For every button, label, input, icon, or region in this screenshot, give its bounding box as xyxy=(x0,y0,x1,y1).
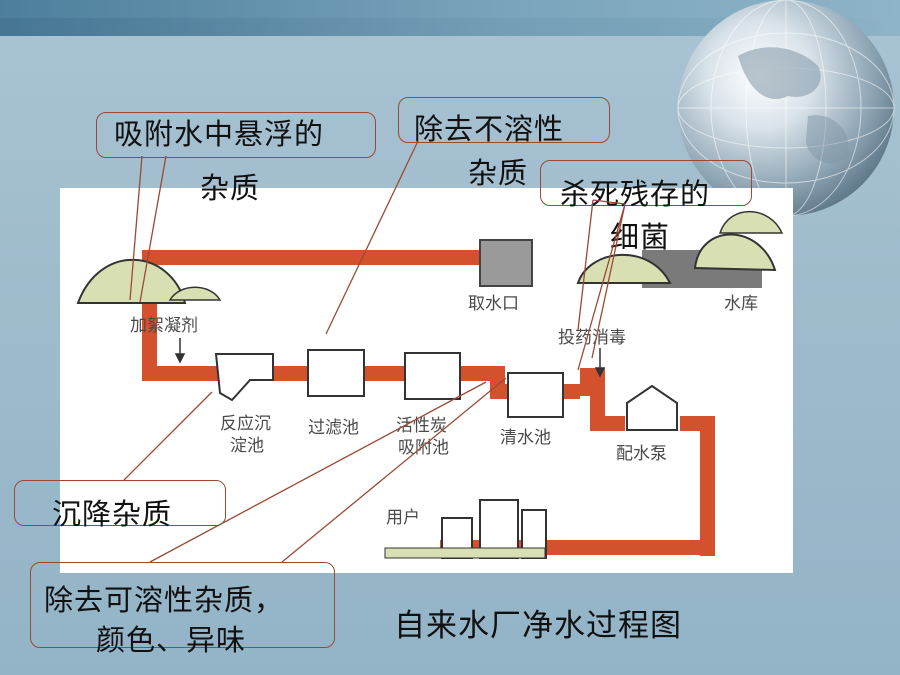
callout-insoluble-line2: 杂质 xyxy=(468,156,529,190)
user-label: 用户 xyxy=(386,508,420,528)
carbon-tank xyxy=(404,352,461,400)
coagulant-label: 加絮凝剂 xyxy=(130,316,198,336)
carbon-label-2: 吸附池 xyxy=(398,438,449,458)
intake-label: 取水口 xyxy=(468,294,519,314)
filter-tank xyxy=(307,349,365,397)
callout-soluble-line2: 颜色、异味 xyxy=(96,623,247,657)
sedimentation-tank xyxy=(214,353,274,402)
disinfect-label: 投药消毒 xyxy=(558,328,626,348)
sedimentation-label-1: 反应沉 xyxy=(220,414,271,434)
callout-insoluble-box xyxy=(398,97,610,143)
callout-insoluble-line1: 除去不溶性 xyxy=(414,112,565,146)
callout-bacteria-line2: 细菌 xyxy=(610,220,671,254)
pump-house xyxy=(626,384,678,431)
diagram-caption: 自来水厂净水过程图 xyxy=(394,608,682,644)
hill-left xyxy=(76,258,187,304)
callout-adsorb-line1: 吸附水中悬浮的 xyxy=(114,117,325,151)
sedimentation-label-2: 淀池 xyxy=(230,436,264,456)
callout-settle-text: 沉降杂质 xyxy=(52,497,173,531)
callout-adsorb-box xyxy=(96,112,376,158)
filter-label: 过滤池 xyxy=(308,418,359,438)
callout-adsorb-line2: 杂质 xyxy=(200,171,261,205)
callout-bacteria-line1: 杀死残存的 xyxy=(560,177,711,211)
pump-label: 配水泵 xyxy=(616,444,667,464)
clear-water-label: 清水池 xyxy=(500,428,551,448)
globe-icon xyxy=(677,0,895,217)
callout-soluble-line1: 除去可溶性杂质， xyxy=(44,583,285,617)
clear-water-tank xyxy=(507,372,564,418)
carbon-label-1: 活性炭 xyxy=(396,416,447,436)
intake-box xyxy=(479,239,533,287)
callout-bacteria-box xyxy=(540,160,752,206)
reservoir-label: 水库 xyxy=(724,294,758,314)
